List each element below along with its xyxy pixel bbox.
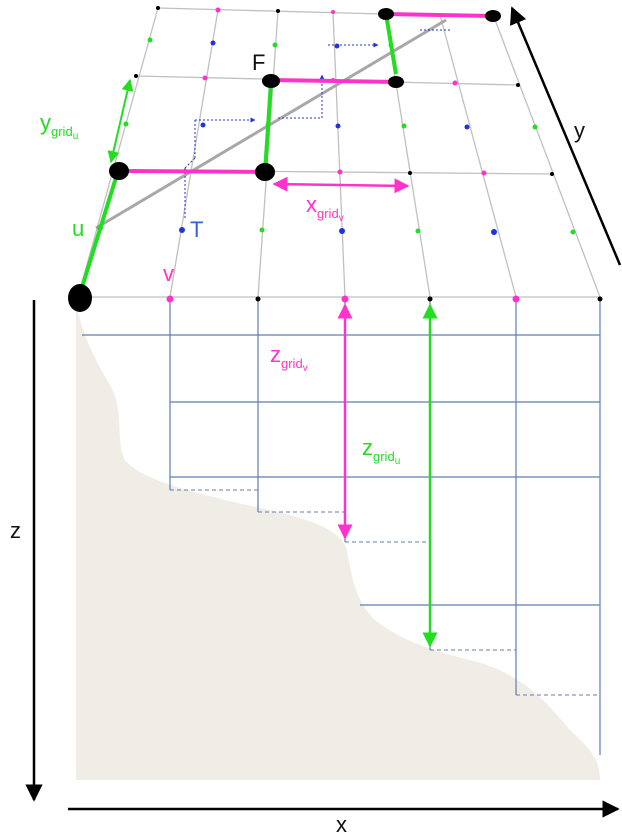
x-axis-label: x bbox=[336, 812, 347, 837]
y-axis-label: y bbox=[574, 118, 585, 143]
vertical-blue-grid bbox=[82, 300, 601, 755]
y-grid-arrow bbox=[107, 78, 134, 164]
z-grid-v-label: zgridv bbox=[270, 342, 308, 374]
x-grid-arrow bbox=[272, 176, 410, 194]
x-grid-v-label: xgridv bbox=[306, 192, 344, 224]
y-axis-arrow bbox=[510, 6, 622, 266]
F-label: F bbox=[252, 50, 265, 75]
u-path-green bbox=[77, 13, 398, 298]
grid-dots bbox=[97, 6, 603, 303]
z-grid-u-label: zgridu bbox=[362, 435, 400, 467]
y-grid-u-label: ygridu bbox=[40, 110, 78, 142]
v-path-magenta bbox=[117, 12, 494, 174]
u-label: u bbox=[72, 216, 84, 241]
blue-step-path bbox=[182, 29, 450, 218]
terrain-profile bbox=[76, 300, 600, 780]
v-label: v bbox=[163, 261, 174, 286]
black-nodes bbox=[68, 8, 501, 312]
top-horizontal-grid bbox=[77, 7, 601, 298]
search-diagonal bbox=[95, 18, 447, 230]
dashed-surface-levels bbox=[170, 489, 600, 696]
z-axis-label: z bbox=[10, 518, 21, 543]
T-label: T bbox=[190, 217, 203, 242]
